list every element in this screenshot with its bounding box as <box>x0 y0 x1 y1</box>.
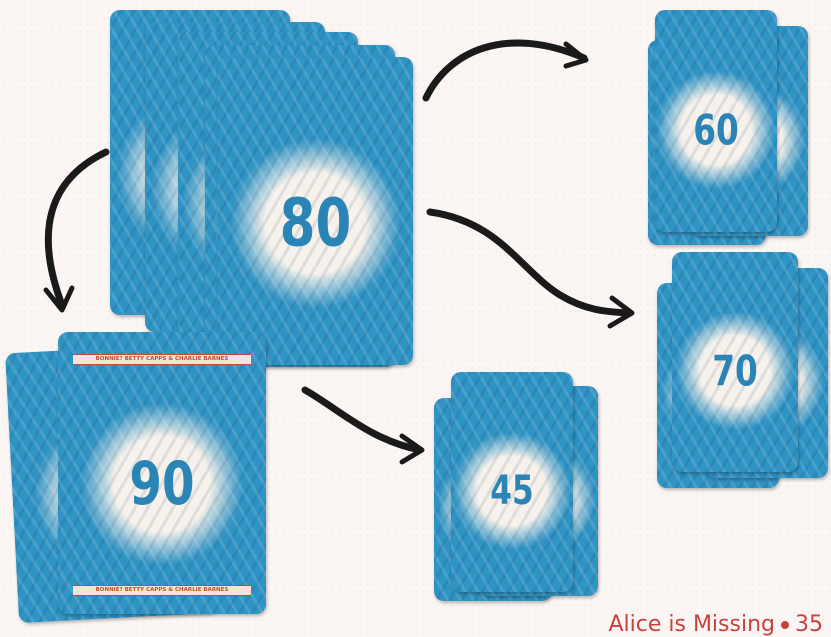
card-45[interactable]: 45 <box>451 372 573 592</box>
card-60[interactable]: 60 <box>655 10 777 232</box>
card-80[interactable]: 80 <box>218 57 413 365</box>
card-80-value: 80 <box>279 184 352 262</box>
arrow-to-60 <box>422 39 588 102</box>
card-45-value: 45 <box>490 467 534 514</box>
page-number: 35 <box>795 612 823 637</box>
card-70-value: 70 <box>712 346 758 396</box>
arrowhead-to-70 <box>607 295 635 329</box>
card-90[interactable]: BONNIE? BETTY CAPPS & CHARLIE BARNES 90 … <box>58 332 266 614</box>
arrow-to-45 <box>301 386 424 454</box>
card-90-value: 90 <box>129 449 195 520</box>
card-70[interactable]: 70 <box>672 252 798 472</box>
page-footer: Alice is Missing 35 <box>608 612 823 637</box>
card-90-banner-bottom: BONNIE? BETTY CAPPS & CHARLIE BARNES <box>72 585 252 596</box>
arrowhead-to-45 <box>399 433 425 465</box>
arrow-to-90 <box>44 148 110 309</box>
footer-title: Alice is Missing <box>608 612 775 637</box>
arrowhead-to-60 <box>563 41 589 69</box>
card-90-banner-top: BONNIE? BETTY CAPPS & CHARLIE BARNES <box>72 354 252 365</box>
card-60-value: 60 <box>693 105 739 155</box>
footer-bullet-icon <box>781 621 789 629</box>
arrow-to-70 <box>426 208 634 317</box>
arrowhead-to-90 <box>43 285 75 313</box>
